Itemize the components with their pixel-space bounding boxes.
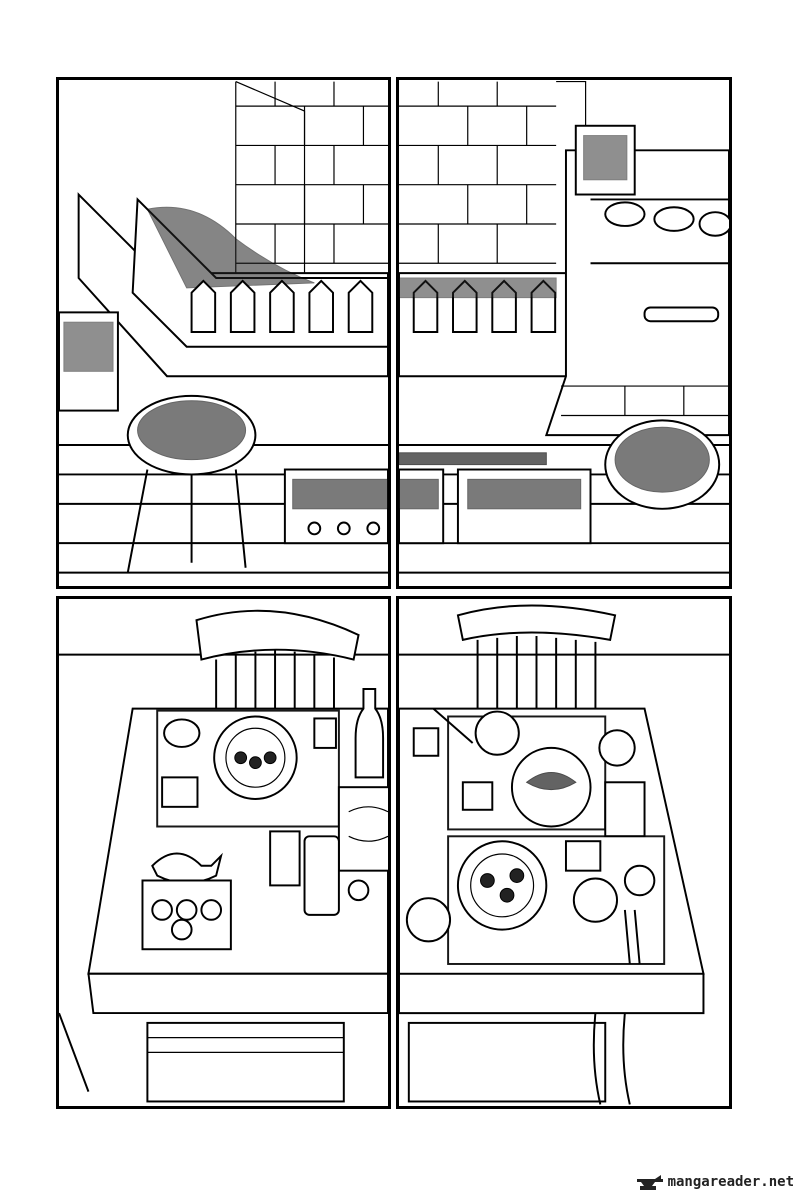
panel-1-garden-left	[56, 77, 391, 589]
panel-4-dining-table-right	[396, 596, 732, 1109]
dining-table-right-illustration	[399, 604, 729, 1105]
dining-table-left-illustration	[59, 609, 388, 1103]
panel-3-dining-table-left	[56, 596, 391, 1109]
watermark-text: mangareader.net	[667, 1174, 794, 1190]
panel-2-garden-right	[396, 77, 732, 589]
anvil-logo-icon	[636, 1175, 663, 1190]
garden-right-illustration	[399, 80, 729, 574]
watermark: mangareader.net	[635, 1173, 794, 1191]
garden-left-illustration	[59, 81, 388, 574]
